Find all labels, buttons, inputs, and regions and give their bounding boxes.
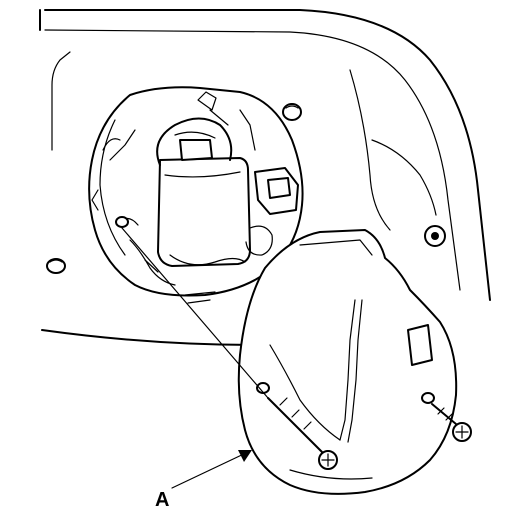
clip-right	[424, 225, 446, 247]
clip-left	[46, 258, 66, 274]
screw-right	[431, 403, 472, 442]
body-panel	[39, 9, 491, 346]
hole-left	[115, 216, 129, 228]
callout-label-A: A	[155, 489, 169, 511]
clip-top	[282, 103, 302, 121]
access-cover-A	[237, 229, 458, 495]
callout-leader-A	[121, 227, 269, 489]
screw-left	[267, 397, 338, 470]
bulb-socket-assembly	[119, 91, 299, 304]
panel-opening	[88, 86, 304, 297]
